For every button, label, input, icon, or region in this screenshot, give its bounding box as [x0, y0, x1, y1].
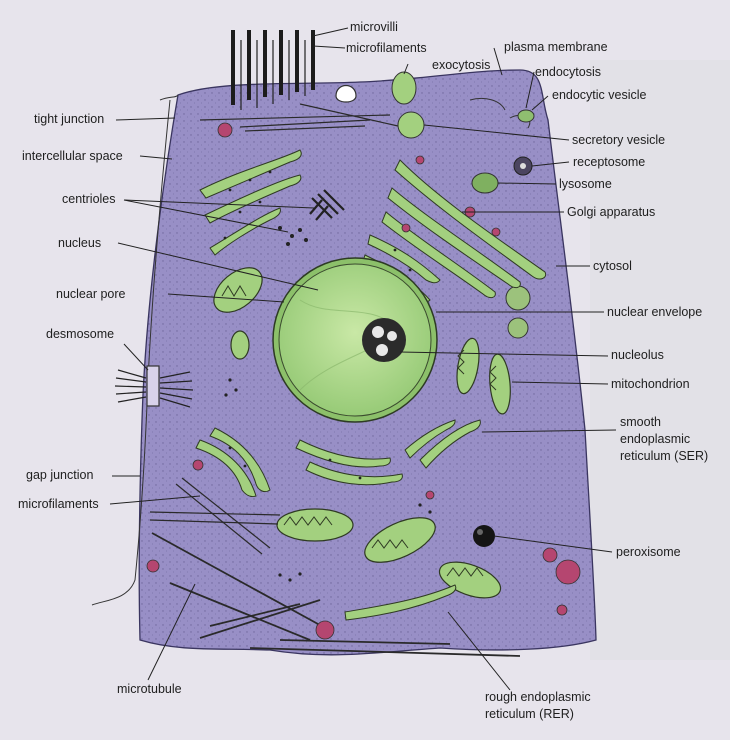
label-ser-line3: reticulum (SER) [620, 449, 708, 464]
peroxisome [473, 525, 495, 547]
label-intercellular-space: intercellular space [22, 149, 123, 164]
exocytosis-vesicle [336, 86, 356, 103]
label-endocytosis: endocytosis [535, 65, 601, 80]
label-ser-line2: endoplasmic [620, 432, 690, 447]
label-nuclear-envelope: nuclear envelope [607, 305, 702, 320]
label-peroxisome: peroxisome [616, 545, 681, 560]
label-gap-junction: gap junction [26, 468, 93, 483]
endocytic-vesicle [518, 110, 534, 122]
label-rer-line1: rough endoplasmic [485, 690, 591, 705]
label-nucleolus: nucleolus [611, 348, 664, 363]
secretory-vesicle [398, 112, 424, 138]
label-cytosol: cytosol [593, 259, 632, 274]
label-endocytic-vesicle: endocytic vesicle [552, 88, 647, 103]
label-receptosome: receptosome [573, 155, 645, 170]
exocytosis-granule [392, 72, 416, 104]
label-secretory-vesicle: secretory vesicle [572, 133, 665, 148]
label-tight-junction: tight junction [34, 112, 104, 127]
label-microfilaments-top: microfilaments [346, 41, 427, 56]
label-nuclear-pore: nuclear pore [56, 287, 126, 302]
label-mitochondrion: mitochondrion [611, 377, 690, 392]
label-plasma-membrane: plasma membrane [504, 40, 608, 55]
label-centrioles: centrioles [62, 192, 116, 207]
label-microfilaments-bottom: microfilaments [18, 497, 99, 512]
nucleus [273, 258, 437, 422]
label-microvilli: microvilli [350, 20, 398, 35]
label-desmosome: desmosome [46, 327, 114, 342]
label-rer-line2: reticulum (RER) [485, 707, 574, 722]
label-lysosome: lysosome [559, 177, 612, 192]
label-nucleus: nucleus [58, 236, 101, 251]
label-exocytosis: exocytosis [432, 58, 490, 73]
lysosome [472, 173, 498, 193]
label-ser-line1: smooth [620, 415, 661, 430]
label-microtubule: microtubule [117, 682, 182, 697]
nucleolus [362, 318, 406, 362]
label-golgi-apparatus: Golgi apparatus [567, 205, 655, 220]
